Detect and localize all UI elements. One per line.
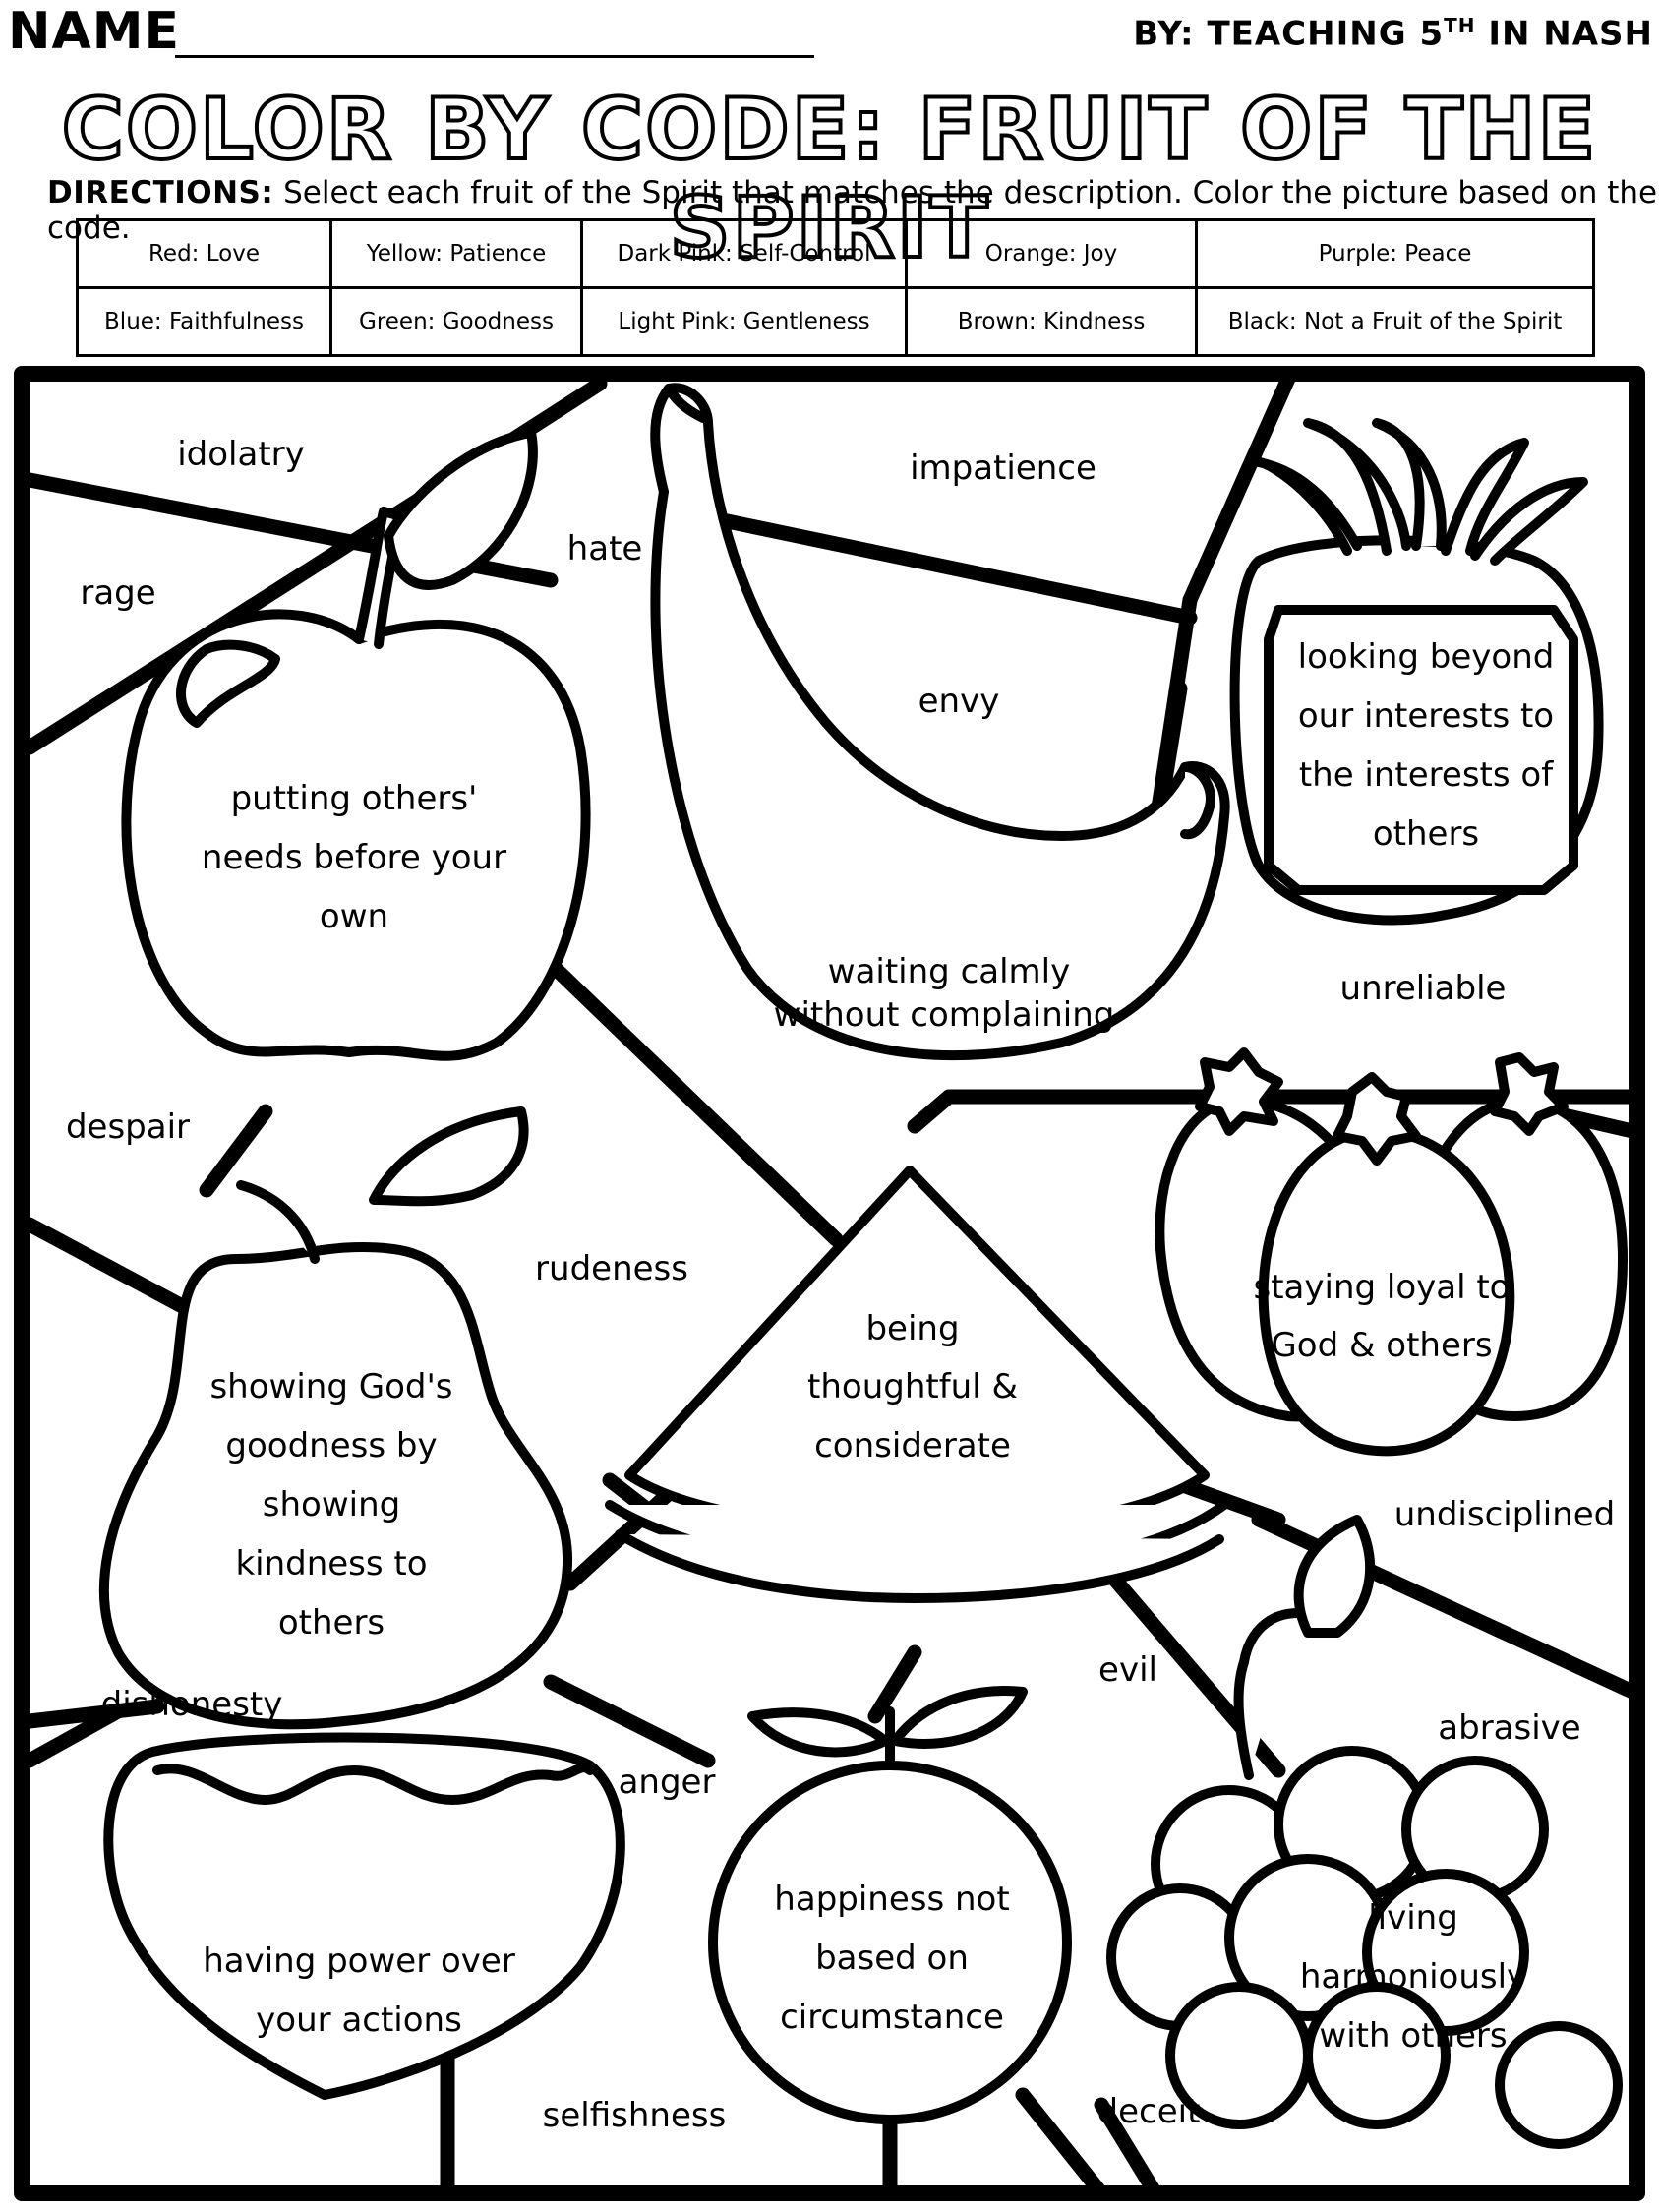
word-hate: hate: [566, 529, 643, 568]
code-yellow-patience: Yellow: Patience: [329, 218, 583, 289]
pineapple-text-4: others: [1372, 814, 1480, 854]
strawberry-text-1: having power over: [203, 1942, 515, 1981]
code-light-pink-gentleness: Light Pink: Gentleness: [580, 286, 908, 357]
name-label: NAME: [8, 2, 181, 61]
grapes-fruit: [1106, 1515, 1623, 2149]
word-despair: despair: [65, 1107, 191, 1147]
grapes-text-3: with others: [1319, 2016, 1508, 2056]
grapes-text-2: harmoniously: [1299, 1957, 1527, 1997]
tomatoes-text-2: God & others: [1271, 1326, 1493, 1365]
code-black-not-fruit: Black: Not a Fruit of the Spirit: [1195, 286, 1595, 357]
pineapple-text-3: the interests of: [1298, 755, 1554, 795]
tomatoes-text-1: staying loyal to: [1253, 1268, 1511, 1307]
pear-text-2: goodness by: [225, 1426, 438, 1465]
orange-text-1: happiness not: [774, 1880, 1010, 1919]
code-orange-joy: Orange: Joy: [905, 218, 1198, 289]
word-rudeness: rudeness: [535, 1249, 688, 1288]
pear-text-5: others: [277, 1603, 385, 1643]
pear-text-4: kindness to: [235, 1544, 428, 1584]
pear-text-3: showing: [262, 1485, 401, 1524]
word-abrasive: abrasive: [1438, 1708, 1581, 1748]
pineapple-text-1: looking beyond: [1297, 637, 1555, 677]
banana-fruit: [650, 383, 1230, 1061]
name-field-line[interactable]: [175, 55, 814, 58]
word-unreliable: unreliable: [1339, 969, 1507, 1008]
code-blue-faithfulness: Blue: Faithfulness: [76, 286, 332, 357]
strawberry-text-2: your actions: [256, 2001, 462, 2040]
pear-text-1: showing God's: [209, 1367, 453, 1406]
code-green-goodness: Green: Goodness: [329, 286, 583, 357]
watermelon-text-3: considerate: [814, 1426, 1011, 1465]
orange-text-3: circumstance: [780, 1998, 1004, 2037]
apple-text-2: needs before your: [201, 838, 507, 877]
color-code-table: Red: Love Yellow: Patience Dark Pink: Se…: [76, 218, 1595, 357]
picture-frame: [14, 366, 1645, 2201]
grapes-text-1: living: [1368, 1898, 1458, 1938]
code-red-love: Red: Love: [76, 218, 332, 289]
orange-fruit: [708, 1686, 1072, 2124]
apple-text-1: putting others': [230, 779, 478, 818]
word-selfishness: selfishness: [542, 2096, 727, 2135]
word-deceit: deceit: [1096, 2092, 1201, 2131]
watermelon-text-1: being: [865, 1309, 960, 1348]
word-anger: anger: [618, 1763, 716, 1802]
word-dishonesty: dishonesty: [100, 1685, 283, 1724]
directions: DIRECTIONS: Select each fruit of the Spi…: [47, 175, 1659, 246]
word-undisciplined: undisciplined: [1393, 1495, 1616, 1534]
orange-text-2: based on: [815, 1939, 969, 1978]
code-brown-kindness: Brown: Kindness: [905, 286, 1198, 357]
author-byline: BY: TEACHING 5TH IN NASH: [1133, 14, 1653, 54]
word-envy: envy: [918, 682, 1000, 721]
watermelon-fruit: [605, 1166, 1229, 1603]
banana-text-1: waiting calmly: [827, 952, 1071, 991]
pineapple-fruit: [1229, 418, 1604, 926]
strawberry-fruit: [103, 1732, 625, 2100]
word-impatience: impatience: [910, 448, 1096, 488]
word-rage: rage: [80, 573, 156, 613]
apple-fruit: [121, 428, 591, 1061]
apple-text-3: own: [319, 897, 389, 936]
watermelon-text-2: thoughtful &: [807, 1367, 1018, 1406]
word-evil: evil: [1098, 1650, 1157, 1690]
banana-text-2: without complaining: [773, 995, 1115, 1035]
code-purple-peace: Purple: Peace: [1195, 218, 1595, 289]
word-idolatry: idolatry: [177, 435, 305, 474]
pineapple-text-2: our interests to: [1297, 696, 1555, 736]
code-dark-pink-self-control: Dark Pink: Self-Control: [580, 218, 908, 289]
directions-label: DIRECTIONS:: [47, 175, 274, 210]
tomatoes-fruit: [1155, 1047, 1628, 1457]
pear-fruit: [98, 1106, 572, 1730]
